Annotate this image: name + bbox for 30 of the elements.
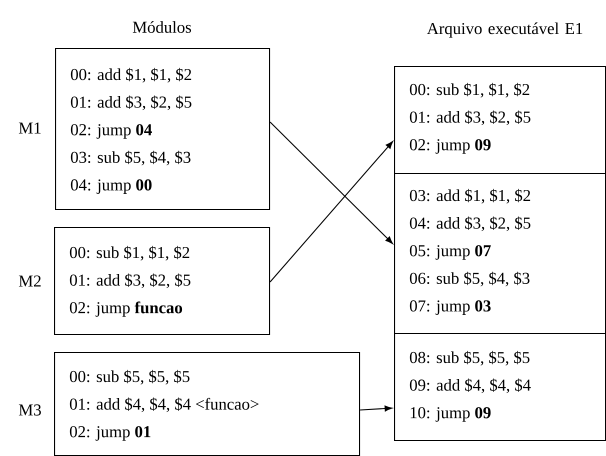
code-line: 08: sub $5, $5, $5 — [410, 350, 530, 366]
code-line: 07: jump 03 — [410, 300, 491, 315]
code-line: 01: add $3, $2, $5 — [70, 96, 192, 110]
code-line: 05: jump 07 — [410, 245, 491, 260]
code-line: 00: sub $1, $1, $2 — [410, 82, 530, 98]
code-line: 04: jump 00 — [70, 179, 152, 194]
heading: Arquivo executável E1 — [426, 22, 582, 38]
code-line: 04: add $3, $2, $5 — [410, 216, 530, 232]
code-line: 01: add $3, $2, $5 — [70, 274, 190, 288]
module-label: M3 — [18, 404, 41, 416]
arrow — [270, 141, 394, 282]
code-line: 09: add $4, $4, $4 — [410, 378, 531, 394]
module-label: M2 — [18, 275, 41, 286]
code-line: 02: jump 04 — [70, 124, 152, 139]
code-line: 06: sub $5, $4, $3 — [410, 272, 530, 286]
code-line: 10: jump 09 — [410, 407, 491, 422]
code-line: 02: jump 01 — [70, 426, 150, 441]
code-line: 01: add $4, $4, $4 <funcao> — [70, 398, 259, 412]
code-line: 00: sub $5, $5, $5 — [70, 370, 190, 385]
heading: Módulos — [132, 21, 192, 33]
code-line: 03: add $1, $1, $2 — [410, 188, 530, 204]
arrow — [270, 122, 393, 244]
code-line: 02: jump 09 — [410, 139, 491, 154]
code-line: 01: add $3, $2, $5 — [410, 110, 530, 126]
code-line: 00: sub $1, $1, $2 — [70, 246, 190, 261]
code-line: 02: jump funcao — [70, 301, 182, 317]
code-line: 03: sub $5, $4, $3 — [70, 150, 190, 166]
arrow — [360, 406, 392, 412]
code-line: 00: add $1, $1, $2 — [70, 68, 192, 83]
module-label: M1 — [18, 122, 41, 134]
